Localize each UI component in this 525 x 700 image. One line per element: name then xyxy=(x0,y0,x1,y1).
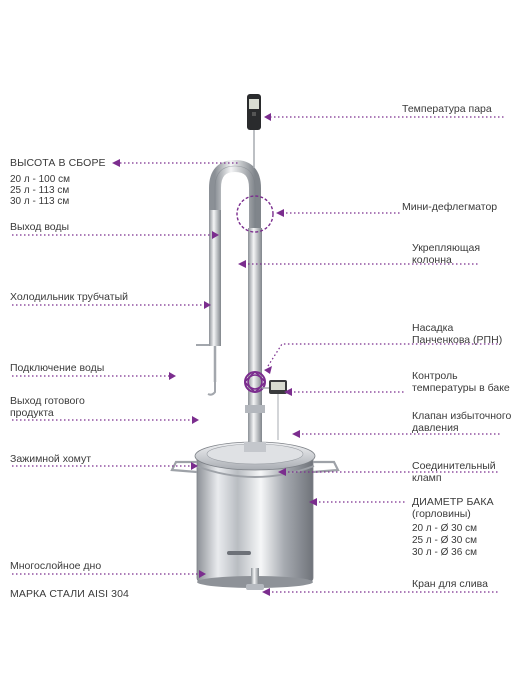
label-connector-clamp-1: Соединительный xyxy=(412,460,496,472)
label-connector-clamp-2: кламп xyxy=(412,472,442,484)
label-water-in: Подключение воды xyxy=(10,362,105,374)
label-drain: Кран для слива xyxy=(412,578,488,590)
label-product-out-2: продукта xyxy=(10,407,54,419)
height-25: 25 л - 113 см xyxy=(10,185,70,196)
label-vapor-temp: Температура пара xyxy=(402,103,492,115)
diameter-20: 20 л - Ø 30 см xyxy=(412,523,477,534)
label-column-1: Укрепляющая xyxy=(412,242,481,254)
tank xyxy=(170,441,340,588)
label-steel: МАРКА СТАЛИ AISI 304 xyxy=(10,588,129,600)
packing-icon xyxy=(244,371,266,393)
label-tank-temp-2: температуры в баке xyxy=(412,382,510,394)
cooler-pipe xyxy=(196,159,261,396)
label-tank-temp-1: Контроль xyxy=(412,370,458,382)
label-clamp: Зажимной хомут xyxy=(10,453,92,465)
vapor-thermometer xyxy=(247,94,261,168)
label-product-out-1: Выход готового xyxy=(10,395,85,407)
mini-deflegmator-marker xyxy=(236,195,274,233)
label-packing-1: Насадка xyxy=(412,322,454,334)
height-30: 30 л - 113 см xyxy=(10,196,70,207)
label-tank-diameter-title: ДИАМЕТР БАКА xyxy=(412,496,494,508)
diameter-30: 30 л - Ø 36 см xyxy=(412,547,477,558)
label-column-2: колонна xyxy=(412,254,452,266)
drain-tap xyxy=(227,551,264,590)
label-mini-deflegmator: Мини-дефлегматор xyxy=(402,201,498,213)
height-title: ВЫСОТА В СБОРЕ xyxy=(10,157,106,169)
label-valve-1: Клапан избыточного xyxy=(412,410,512,422)
tank-thermometer xyxy=(262,380,287,440)
label-cooler: Холодильник трубчатый xyxy=(10,291,128,303)
leader-lines xyxy=(12,116,505,593)
height-20: 20 л - 100 см xyxy=(10,174,70,185)
reflux-column xyxy=(244,228,266,452)
diameter-25: 25 л - Ø 30 см xyxy=(412,535,477,546)
label-packing-2: Панченкова (РПН) xyxy=(412,334,503,346)
label-valve-2: давления xyxy=(412,422,459,434)
label-water-out: Выход воды xyxy=(10,221,70,233)
label-bottom: Многослойное дно xyxy=(10,560,102,572)
arrow-heads xyxy=(112,113,317,596)
label-tank-diameter-sub: (горловины) xyxy=(412,508,471,520)
